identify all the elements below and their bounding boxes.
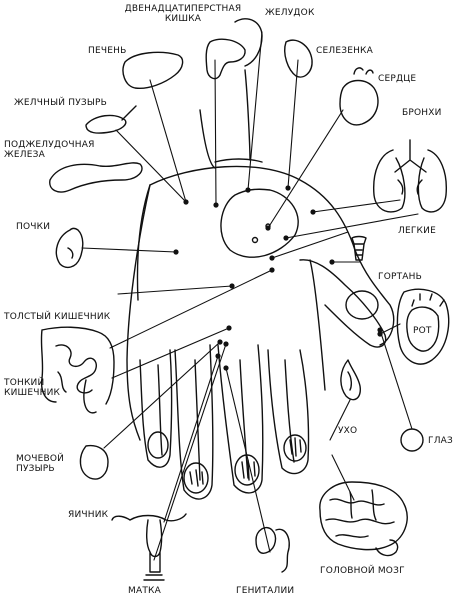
wrist-line-inner [309, 259, 326, 391]
label-gallbladder: ЖЕЛЧНЫЙ ПУЗЫРЬ [14, 98, 107, 108]
label-uterus: МАТКА [128, 586, 161, 596]
ear-organ [340, 359, 361, 401]
uterus-organ [111, 513, 187, 573]
finger-1 [139, 349, 173, 468]
label-stomach: ЖЕЛУДОК [265, 8, 315, 18]
label-small-intestine: ТОНКИЙ КИШЕЧНИК [4, 378, 61, 398]
colon-organ [40, 326, 115, 405]
eye-organ [400, 428, 424, 452]
label-brain: ГОЛОВНОЙ МОЗГ [320, 566, 405, 576]
thenar-region [220, 188, 299, 258]
stomach-organ [234, 18, 263, 67]
label-ear: УХО [338, 426, 358, 436]
thumb-outline [299, 259, 387, 348]
finger-4 [267, 349, 310, 475]
label-spleen: СЕЛЕЗЕНКА [316, 46, 373, 56]
small-intestine-organ [55, 344, 98, 414]
finger-3 [217, 344, 264, 494]
palm-crease [214, 158, 263, 163]
hand-outline [126, 69, 395, 441]
label-ovary: ЯИЧНИК [68, 510, 109, 520]
label-pancreas: ПОДЖЕЛУДОЧНАЯ ЖЕЛЕЗА [4, 140, 95, 160]
connector-lines [81, 31, 419, 561]
duodenum-organ [205, 38, 246, 80]
label-eye: ГЛАЗ [428, 436, 453, 446]
gallbladder-organ [85, 114, 127, 134]
thumb-tip-face [345, 290, 379, 320]
liver-organ [122, 51, 184, 90]
brain-organ [319, 481, 408, 551]
label-larynx: ГОРТАНЬ [378, 272, 422, 282]
label-heart: СЕРДЦЕ [378, 74, 417, 84]
label-lungs: ЛЕГКИЕ [398, 226, 436, 236]
finger-2 [174, 344, 214, 500]
larynx-organ [351, 235, 367, 261]
spleen-organ [284, 39, 313, 78]
heart-organ [339, 67, 379, 126]
label-colon: ТОЛСТЫЙ КИШЕЧНИК [4, 312, 111, 322]
label-liver: ПЕЧЕНЬ [88, 46, 127, 56]
label-bronchi: БРОНХИ [402, 108, 442, 118]
bladder-organ [79, 444, 109, 480]
label-kidneys: ПОЧКИ [16, 222, 51, 232]
lungs-organ [373, 139, 447, 213]
reflex-points [173, 185, 383, 371]
genitals-organ [255, 526, 290, 573]
mouth-organ [396, 288, 450, 365]
kidney-organ [55, 227, 84, 269]
label-duodenum: ДВЕНАДЦАТИПЕРСТНАЯ КИШКА [124, 4, 242, 24]
label-bladder: МОЧЕВОЙ ПУЗЫРЬ [16, 454, 65, 474]
pancreas-organ [49, 162, 143, 193]
wrist-line-left [136, 184, 151, 301]
label-mouth: РОТ [413, 326, 432, 336]
label-genitals: ГЕНИТАЛИИ [236, 586, 295, 596]
